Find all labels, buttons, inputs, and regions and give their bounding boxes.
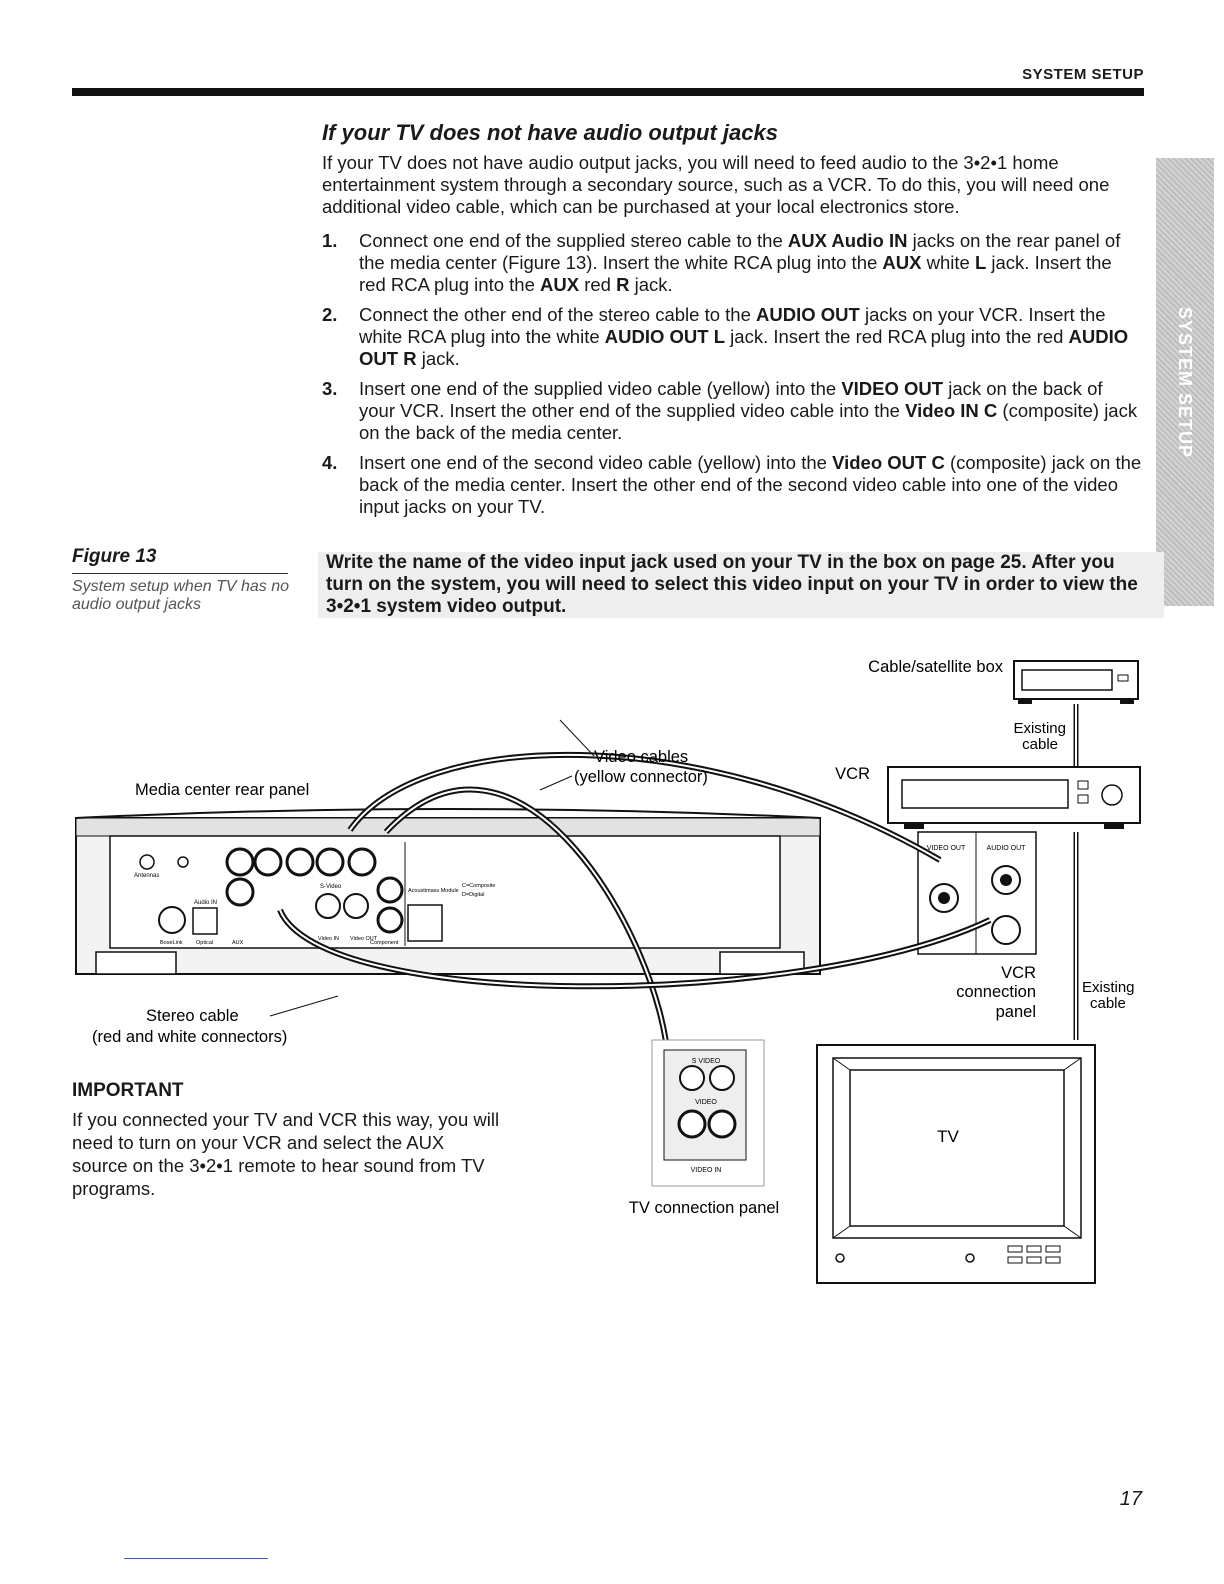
page-number: 17	[1119, 1488, 1142, 1510]
footer-line	[124, 1558, 268, 1559]
step-emphasis: VIDEO OUT	[841, 378, 944, 399]
step-number: 4.	[322, 452, 338, 473]
step-item: 1. Connect one end of the supplied stereo…	[322, 230, 1142, 296]
tv-svideo-label: S VIDEO	[692, 1058, 721, 1065]
vcr-unit	[887, 766, 1141, 829]
label-vcr-connection-1: VCR	[1001, 964, 1036, 982]
media-center-rear-panel: Antennas Audio IN S-Video Acoustimass Mo…	[75, 808, 821, 975]
step-emphasis: AUX	[882, 252, 922, 273]
instruction-steps: 1. Connect one end of the supplied stereo…	[322, 230, 1142, 526]
label-vcr: VCR	[835, 765, 870, 783]
step-item: 3. Insert one end of the supplied video c…	[322, 378, 1142, 444]
section-heading: If your TV does not have audio output ja…	[322, 120, 778, 145]
mc-aux-label: AUX	[232, 940, 244, 946]
label-video-cables-2: (yellow connector)	[574, 768, 708, 786]
step-number: 3.	[322, 378, 338, 399]
important-heading: IMPORTANT	[72, 1080, 184, 1101]
step-text: jacks on your VCR. Insert the white RCA …	[359, 304, 1106, 347]
step-text: jack.	[629, 274, 673, 295]
step-text: red	[579, 274, 617, 295]
tv-video-in-label: VIDEO IN	[691, 1167, 722, 1174]
label-existing-cable-top-2: cable	[1022, 736, 1058, 753]
figure-rule	[72, 573, 288, 574]
label-existing-cable-right-2: cable	[1090, 995, 1126, 1012]
label-stereo-cable-1: Stereo cable	[146, 1007, 239, 1025]
mc-composite-label: C=Composite	[462, 883, 495, 889]
step-text: jack on the back of your VCR. Insert the…	[359, 378, 1103, 421]
intro-paragraph: If your TV does not have audio output ja…	[322, 152, 1110, 217]
label-tv: TV	[937, 1127, 959, 1146]
label-cable-satellite-box: Cable/satellite box	[868, 658, 1004, 676]
mc-component-label: Component	[370, 940, 399, 946]
label-existing-cable-top-1: Existing	[1013, 720, 1066, 737]
mc-svideo-label: S-Video	[320, 884, 342, 890]
mc-digital-label: D=Digital	[462, 892, 484, 898]
step-number: 1.	[322, 230, 338, 251]
tv-connection-panel: S VIDEO VIDEO VIDEO IN	[651, 1039, 765, 1187]
mc-antennas-label: Antennas	[134, 873, 159, 879]
vcr-video-out-label: VIDEO OUT	[927, 845, 966, 852]
important-text: If you connected your TV and VCR this wa…	[72, 1109, 500, 1199]
label-vcr-connection-2: connection	[956, 983, 1036, 1001]
step-emphasis: L	[974, 252, 987, 273]
label-media-center-rear-panel: Media center rear panel	[135, 781, 309, 799]
step-text: white	[921, 252, 975, 273]
step-number: 2.	[322, 304, 338, 325]
mc-acoustimass-label: Acoustimass Module	[408, 888, 459, 894]
label-stereo-cable-2: (red and white connectors)	[92, 1028, 287, 1046]
figure-caption: System setup when TV has no audio output…	[72, 578, 289, 613]
running-head: SYSTEM SETUP	[1022, 66, 1144, 83]
step-text: jack.	[416, 348, 460, 369]
mc-boselink-label: BoseLink	[160, 940, 183, 946]
mc-video-out-label: Video OUT	[350, 936, 378, 942]
step-emphasis: AUDIO OUT R	[359, 326, 1129, 369]
connection-diagram: Cable/satellite box Existing cable VCR V…	[75, 658, 1141, 1284]
side-tab-label: SYSTEM SETUP	[1175, 306, 1196, 458]
step-emphasis: Video OUT C	[832, 452, 945, 473]
step-text: Connect one end of the supplied stereo c…	[359, 230, 788, 251]
label-video-cables-1: Video cables	[594, 748, 688, 766]
mc-video-in-label: Video IN	[318, 936, 339, 942]
vcr-audio-out-label: AUDIO OUT	[987, 845, 1027, 852]
step-text: (composite) jack on the back of the medi…	[359, 400, 1138, 443]
header-rule	[72, 88, 1144, 96]
step-text: jacks on the rear panel of the media cen…	[359, 230, 1121, 273]
step-item: 4. Insert one end of the second video cab…	[322, 452, 1142, 518]
label-vcr-connection-3: panel	[996, 1003, 1036, 1021]
step-emphasis: AUDIO OUT L	[604, 326, 726, 347]
label-tv-connection-panel: TV connection panel	[629, 1199, 779, 1217]
step-text: (composite) jack on the back of the medi…	[359, 452, 1142, 517]
step-item: 2. Connect the other end of the stereo ca…	[322, 304, 1142, 370]
mc-audio-in-label: Audio IN	[194, 900, 217, 906]
tv-video-label: VIDEO	[695, 1099, 717, 1106]
mc-optical-label: Optical	[196, 940, 213, 946]
step-emphasis: Video IN C	[905, 400, 998, 421]
step-text: jack. Insert the red RCA plug into the	[359, 252, 1112, 295]
step-emphasis: R	[616, 274, 630, 295]
vcr-connection-panel: VIDEO OUT AUDIO OUT	[917, 831, 1037, 955]
step-emphasis: AUX	[540, 274, 580, 295]
tv-unit	[816, 1044, 1096, 1284]
cables	[277, 751, 992, 1061]
step-text: Connect the other end of the stereo cabl…	[359, 304, 756, 325]
note-callout: Write the name of the video input jack u…	[318, 552, 1164, 618]
cable-satellite-box	[1013, 660, 1139, 704]
step-emphasis: AUX Audio IN	[787, 230, 908, 251]
step-text: Insert one end of the second video cable…	[359, 452, 833, 473]
step-text: jack. Insert the red RCA plug into the r…	[725, 326, 1069, 347]
step-text: Insert one end of the supplied video cab…	[359, 378, 842, 399]
figure-label: Figure 13	[72, 546, 157, 567]
section-side-tab: SYSTEM SETUP	[1156, 158, 1214, 606]
label-existing-cable-right-1: Existing	[1082, 979, 1135, 996]
step-emphasis: AUDIO OUT	[756, 304, 860, 325]
